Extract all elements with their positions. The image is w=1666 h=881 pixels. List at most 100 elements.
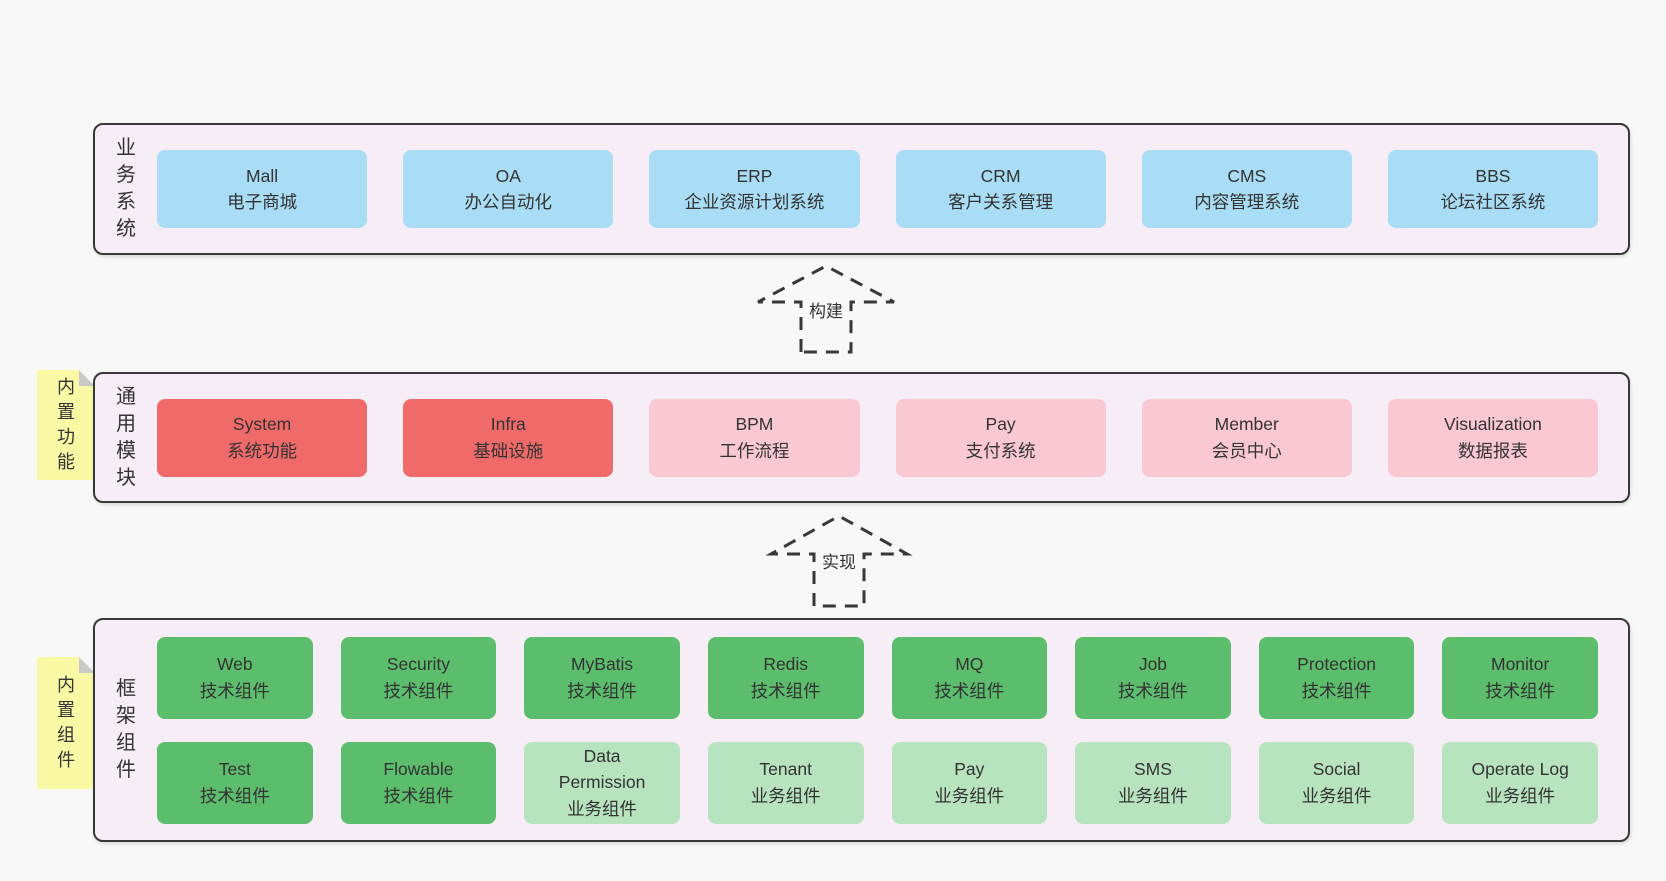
box-subtitle: 技术组件 [383, 680, 454, 701]
vertical-char: 组 [57, 725, 75, 745]
box-subtitle: 业务组件 [567, 798, 638, 819]
diagram-box-bpm: BPM 工作流程 [649, 398, 860, 477]
diagram-box-monitor: Monitor 技术组件 [1442, 636, 1598, 719]
box-subtitle: 电子商城 [227, 192, 298, 212]
vertical-char: 统 [116, 218, 136, 240]
box-title: CMS [1227, 165, 1267, 186]
box-title: Test [218, 759, 251, 780]
vertical-char: 用 [116, 412, 136, 435]
box-subtitle: 业务组件 [1301, 785, 1372, 806]
box-subtitle: 业务组件 [934, 785, 1005, 806]
sticky-note-label: 内置功能 [57, 375, 75, 476]
vertical-char: 内 [57, 674, 75, 695]
vertical-char: 件 [116, 759, 136, 781]
diagram-box-cms: CMS 内容管理系统 [1141, 150, 1352, 228]
arrow-label: 构建 [806, 296, 846, 322]
box-title: Flowable [383, 759, 454, 780]
box-subtitle: 内容管理系统 [1194, 192, 1300, 212]
box-title: Mall [246, 165, 279, 186]
box-title: Web [216, 654, 253, 675]
diagram-box-job: Job 技术组件 [1075, 636, 1231, 719]
box-title: Job [1138, 654, 1168, 675]
vertical-char: 件 [57, 750, 75, 771]
vertical-char: 置 [57, 699, 75, 720]
diagram-box-redis: Redis 技术组件 [707, 636, 864, 719]
box-title: BPM [735, 414, 774, 435]
up-arrow-implement: 实现 [758, 512, 920, 608]
box-title: Member [1214, 414, 1279, 435]
diagram-box-test: Test 技术组件 [157, 741, 313, 824]
box-subtitle: 系统功能 [227, 440, 298, 461]
band-label: 通用模块 [95, 374, 157, 501]
sticky-note-built-in-components: 内置组件 [37, 657, 95, 789]
box-subtitle: 企业资源计划系统 [684, 192, 825, 212]
vertical-char: 模 [116, 439, 136, 462]
box-title: Pay [954, 759, 985, 780]
diagram-box-pay: Pay 业务组件 [891, 741, 1048, 824]
box-title: System [232, 414, 292, 435]
vertical-char: 块 [116, 466, 136, 489]
box-subtitle: 办公自动化 [464, 192, 553, 212]
box-subtitle: 会员中心 [1211, 440, 1282, 461]
box-title: CRM [980, 165, 1021, 186]
box-title: OA [495, 165, 521, 186]
arrow-label: 实现 [819, 548, 859, 574]
vertical-char: 能 [57, 452, 75, 473]
box-subtitle: 技术组件 [934, 680, 1005, 701]
box-title: Redis [763, 654, 809, 675]
vertical-char: 内 [57, 376, 75, 397]
diagram-box-operate-log: Operate Log 业务组件 [1442, 741, 1598, 824]
box-title: Visualization [1443, 414, 1542, 435]
dashed-block-arrow-icon [757, 264, 895, 354]
box-title: Security [386, 654, 451, 675]
box-subtitle: 技术组件 [1485, 680, 1556, 701]
box-subtitle: 论坛社区系统 [1440, 192, 1546, 212]
box-title: Tenant [759, 759, 812, 780]
band-label: 框架组件 [95, 620, 157, 840]
vertical-char: 功 [57, 427, 75, 447]
box-subtitle: 工作流程 [719, 440, 790, 461]
vertical-char: 务 [116, 164, 136, 186]
diagram-box-mall: Mall 电子商城 [157, 150, 368, 228]
vertical-char: 架 [116, 705, 136, 727]
box-title: ERP [736, 165, 773, 186]
box-subtitle: 技术组件 [1117, 680, 1188, 701]
box-title: Monitor [1491, 654, 1550, 675]
box-subtitle: 技术组件 [750, 680, 821, 701]
vertical-char: 组 [116, 732, 136, 754]
dashed-block-arrow-icon [765, 514, 913, 608]
box-title: MyBatis [570, 654, 634, 675]
box-subtitle: 业务组件 [1485, 785, 1556, 806]
box-title: Operate Log [1471, 759, 1569, 780]
up-arrow-build: 构建 [745, 262, 907, 354]
diagram-box-crm: CRM 客户关系管理 [895, 150, 1106, 228]
box-title: Pay [985, 414, 1016, 435]
box-row: Mall 电子商城 OA 办公自动化 ERP 企业资源计划系统 CRM 客户关系管理 CMS 内容… [157, 150, 1599, 228]
band-label: 业务系统 [95, 125, 157, 253]
sticky-note-built-in-features: 内置功能 [37, 370, 95, 480]
vertical-char: 置 [57, 401, 75, 422]
diagram-box-system: System 系统功能 [157, 398, 368, 477]
box-title: Infra [490, 414, 526, 435]
sticky-note-label: 内置组件 [57, 673, 75, 774]
box-subtitle: 客户关系管理 [948, 192, 1054, 212]
band-content: Mall 电子商城 OA 办公自动化 ERP 企业资源计划系统 CRM 客户关系管理 CMS 内容… [157, 125, 1628, 253]
diagram-box-member: Member 会员中心 [1141, 398, 1352, 477]
box-subtitle: 技术组件 [199, 785, 270, 806]
